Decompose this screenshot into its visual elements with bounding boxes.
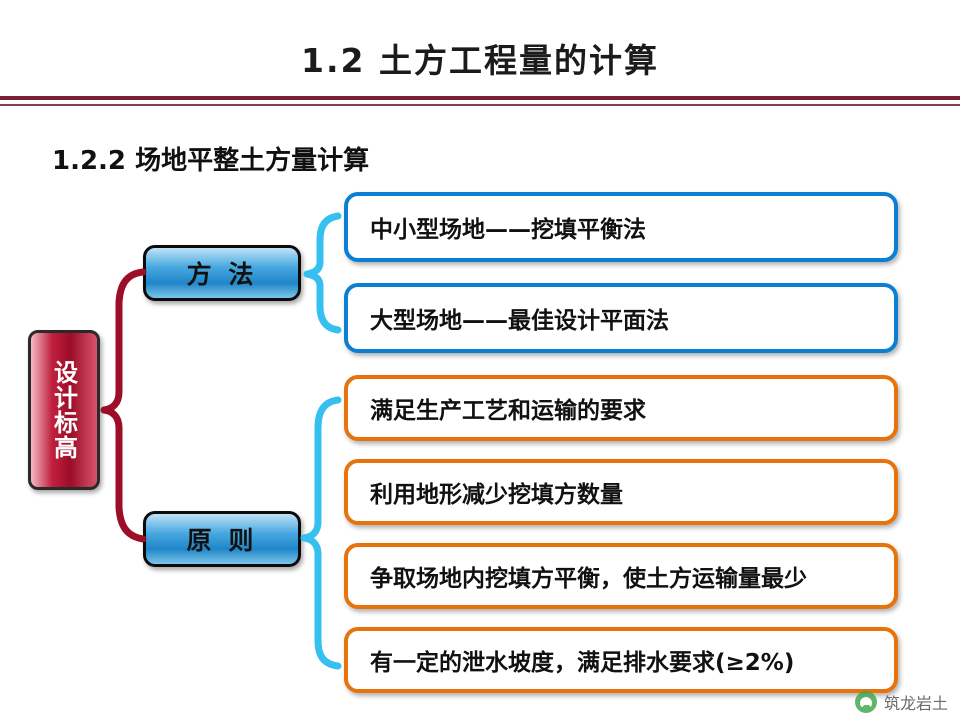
branch-label-principle: 原 则 bbox=[143, 511, 301, 567]
watermark: 筑龙岩土 bbox=[854, 690, 948, 714]
branch-label-method: 方 法 bbox=[143, 245, 301, 301]
method-item-2: 大型场地——最佳设计平面法 bbox=[344, 283, 898, 353]
principle-item-4: 有一定的泄水坡度，满足排水要求(≥2%) bbox=[344, 627, 898, 693]
brace-root bbox=[100, 268, 147, 543]
brace-principle bbox=[300, 396, 342, 670]
principle-item-1: 满足生产工艺和运输的要求 bbox=[344, 375, 898, 441]
wechat-logo-icon bbox=[854, 691, 877, 713]
page-title: 1.2 土方工程量的计算 bbox=[301, 41, 659, 80]
method-item-1: 中小型场地——挖填平衡法 bbox=[344, 192, 898, 262]
principle-item-2: 利用地形减少挖填方数量 bbox=[344, 459, 898, 525]
brace-method bbox=[303, 212, 342, 334]
watermark-text: 筑龙岩土 bbox=[883, 694, 948, 713]
section-subtitle: 1.2.2 场地平整土方量计算 bbox=[52, 146, 370, 176]
principle-item-3: 争取场地内挖填方平衡，使土方运输量最少 bbox=[344, 543, 898, 609]
title-divider-thick bbox=[0, 96, 960, 100]
title-divider-thin bbox=[0, 104, 960, 106]
root-node-design-elevation: 设计标高 bbox=[28, 330, 100, 490]
